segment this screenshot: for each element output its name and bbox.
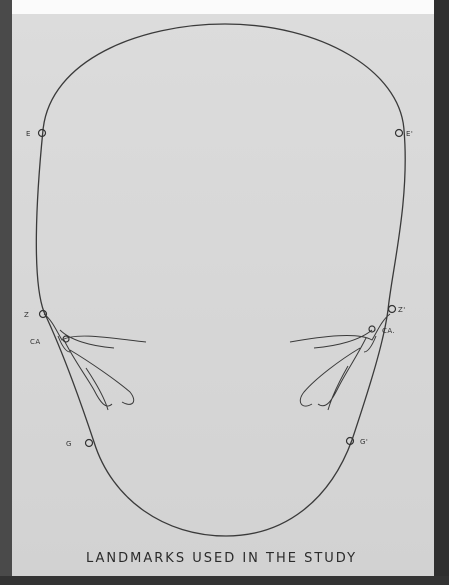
landmark-ca-prime-point — [369, 326, 375, 332]
label-g: G — [66, 440, 72, 448]
landmark-e-prime-point — [396, 130, 403, 137]
label-e-prime: E' — [406, 130, 413, 138]
label-e: E — [26, 130, 31, 138]
landmark-g-point — [86, 440, 93, 447]
label-ca-prime: CA. — [382, 327, 395, 335]
landmark-g-prime-point — [347, 438, 354, 445]
label-g-prime: G' — [360, 438, 368, 446]
label-z-prime: Z' — [398, 306, 406, 314]
left-zygomatic-arch — [44, 314, 146, 410]
label-ca: CA — [30, 338, 41, 346]
label-z: Z — [24, 311, 29, 319]
landmark-z-prime-point — [389, 306, 396, 313]
figure-caption: LANDMARKS USED IN THE STUDY — [86, 551, 357, 566]
skull-outline — [36, 24, 405, 536]
